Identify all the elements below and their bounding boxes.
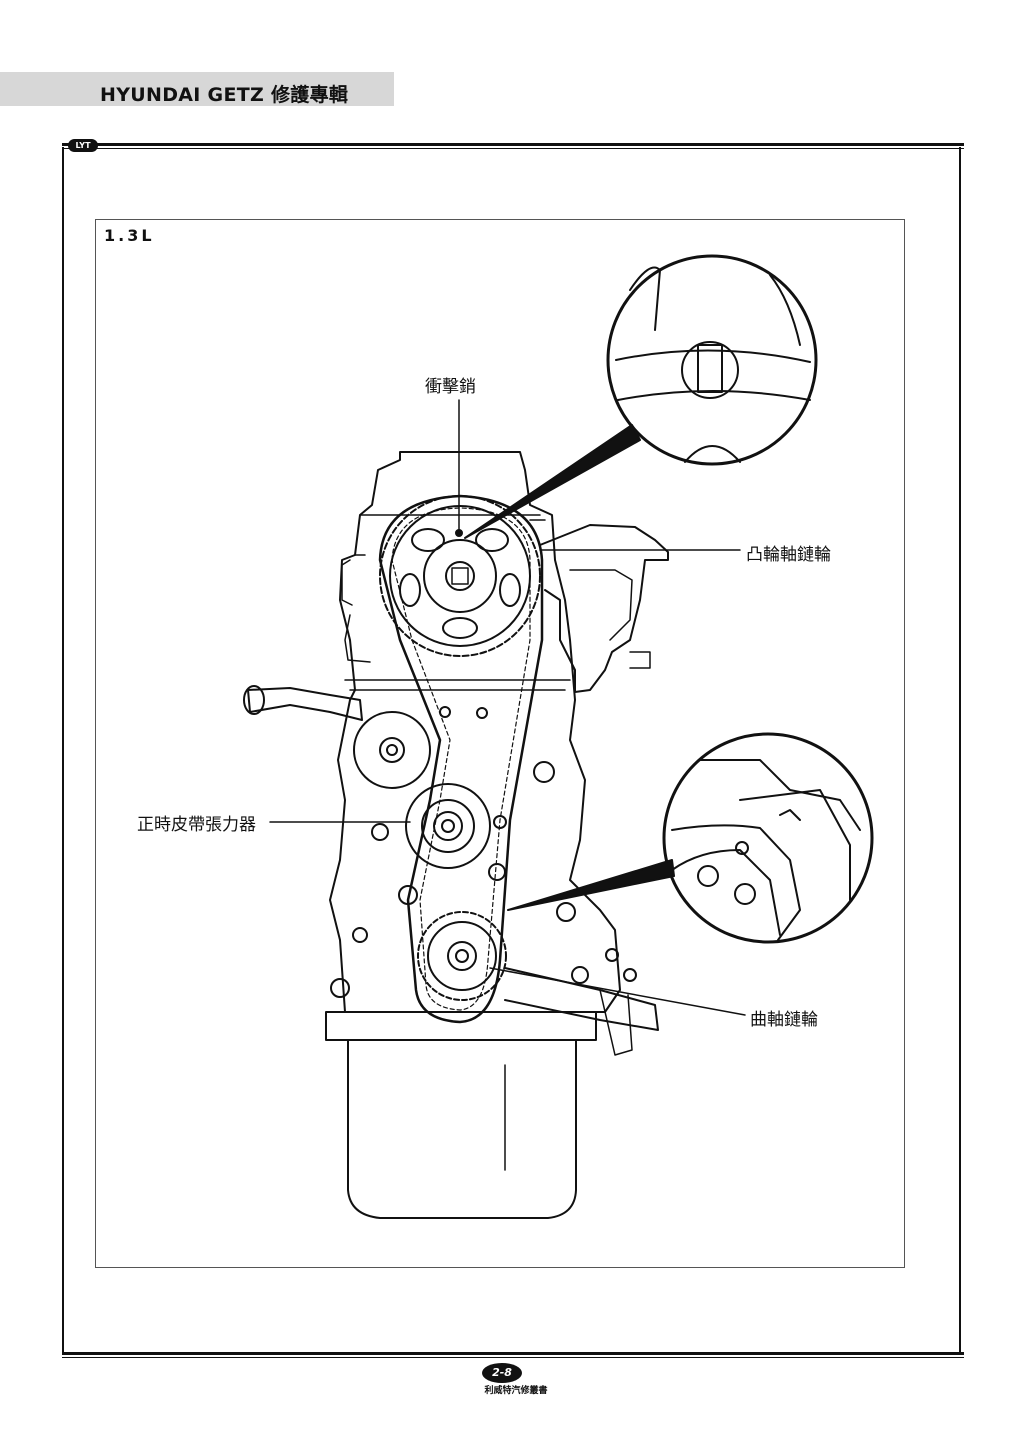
detail-circle-camshaft [606, 254, 818, 466]
header-band [0, 72, 394, 106]
publisher-logo-icon: LYT [68, 139, 98, 152]
top-rule-thin [62, 148, 964, 149]
valve-cover-side [539, 524, 669, 693]
label-belt-tensioner: 正時皮帶張力器 [137, 815, 256, 835]
leader-crankshaft [489, 967, 746, 1016]
bottom-rule-thin [62, 1357, 964, 1358]
engine-block-outline [329, 451, 621, 1013]
page-frame [62, 147, 961, 1354]
figure-box [95, 219, 905, 1268]
crankshaft-sprocket [417, 911, 507, 1001]
label-timing-mark: 衝擊銷 [425, 377, 476, 397]
water-pump-pulley [353, 711, 431, 789]
oil-pan-flange [325, 1011, 597, 1041]
detail-pointer-top [464, 424, 641, 539]
crank-bracket [504, 967, 659, 1031]
detail-pointer-bottom [507, 859, 675, 911]
oil-pan [347, 1039, 577, 1219]
page-number-badge: 2-8 [482, 1363, 522, 1383]
page-header-title: HYUNDAI GETZ 修護專輯 [100, 84, 349, 106]
engine-variant-label: 1.3L [104, 226, 155, 245]
coolant-pipe [247, 687, 363, 721]
label-camshaft-sprocket: 凸輪軸鏈輪 [746, 545, 831, 565]
publisher-name: 利威特汽修叢書 [484, 1386, 548, 1396]
bottom-rule [62, 1352, 964, 1355]
label-crankshaft-sprocket: 曲軸鏈輪 [750, 1010, 818, 1030]
camshaft-sprocket [379, 495, 541, 657]
timing-belt [378, 494, 544, 1024]
top-rule [62, 143, 964, 146]
belt-tensioner [405, 783, 491, 869]
detail-circle-crankshaft [662, 732, 874, 944]
